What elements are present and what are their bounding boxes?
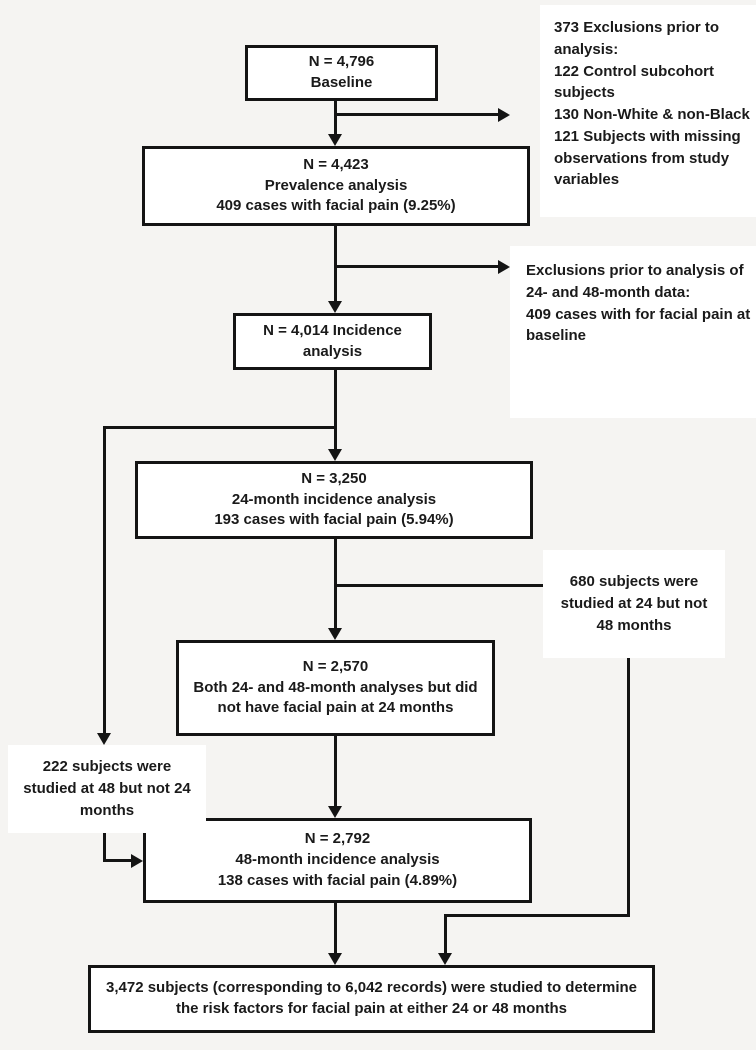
box-48-month-incidence: N = 2,792 48-month incidence analysis 13…	[143, 818, 532, 903]
connector-680-into-final	[444, 914, 447, 956]
box-both-24-48-analyses: N = 2,570 Both 24- and 48-month analyses…	[176, 640, 495, 736]
arrowhead-into-final-left	[328, 953, 342, 965]
note-exclusions-followup: Exclusions prior to analysis of 24- and …	[510, 246, 756, 418]
arrowhead-into-222-note	[97, 733, 111, 745]
connector-left-branch-horizontal	[103, 426, 336, 429]
connector-both-to-48month	[334, 736, 337, 809]
connector-incidence-to-24month	[334, 370, 337, 452]
connector-680-down-vertical	[627, 658, 630, 917]
box-24-month-incidence: N = 3,250 24-month incidence analysis 19…	[135, 461, 533, 539]
arrowhead-into-48month	[328, 806, 342, 818]
connector-222-out-horizontal	[103, 859, 133, 862]
note-680-subjects: 680 subjects were studied at 24 but not …	[543, 550, 725, 658]
box-incidence-analysis: N = 4,014 Incidence analysis	[233, 313, 432, 370]
box-prevalence-analysis: N = 4,423 Prevalence analysis 409 cases …	[142, 146, 530, 226]
connector-680-merge-horizontal	[444, 914, 630, 917]
connector-prevalence-to-incidence	[334, 226, 337, 304]
connector-222-out-vertical	[103, 833, 106, 862]
note-exclusions-baseline: 373 Exclusions prior to analysis: 122 Co…	[540, 5, 756, 217]
connector-24month-to-both	[334, 539, 337, 631]
connector-to-680-note	[336, 584, 543, 587]
box-baseline: N = 4,796 Baseline	[245, 45, 438, 101]
box-final-risk-factor-analysis: 3,472 subjects (corresponding to 6,042 r…	[88, 965, 655, 1033]
connector-48month-to-final	[334, 903, 337, 956]
note-222-subjects: 222 subjects were studied at 48 but not …	[8, 745, 206, 833]
arrowhead-into-final-right	[438, 953, 452, 965]
connector-left-branch-vertical	[103, 426, 106, 734]
connector-baseline-to-prevalence	[334, 101, 337, 137]
connector-baseline-exclusions	[336, 113, 500, 116]
arrowhead-into-incidence	[328, 301, 342, 313]
arrowhead-into-prevalence	[328, 134, 342, 146]
connector-followup-exclusions	[336, 265, 500, 268]
arrowhead-followup-exclusions	[498, 260, 510, 274]
arrowhead-into-24month	[328, 449, 342, 461]
arrowhead-into-both	[328, 628, 342, 640]
arrowhead-222-into-48month	[131, 854, 143, 868]
arrowhead-baseline-exclusions	[498, 108, 510, 122]
